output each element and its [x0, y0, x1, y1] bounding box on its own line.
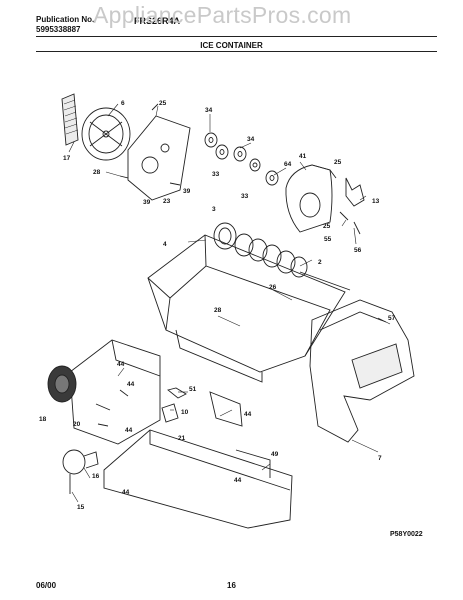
bracket-part: [119, 103, 191, 201]
publication-label: Publication No.: [36, 15, 95, 24]
diagram-code: P58Y0022: [390, 531, 423, 538]
bearing-parts: [204, 132, 279, 186]
page-title: ICE CONTAINER: [200, 41, 263, 50]
callout-44e: 44: [234, 477, 242, 484]
publication-number: 5995338887: [36, 25, 81, 34]
callout-15: 15: [77, 504, 85, 511]
callout-57: 57: [388, 315, 396, 322]
callout-33: 33: [212, 171, 220, 178]
filter-part: [61, 93, 79, 146]
callout-49: 49: [271, 451, 279, 458]
callout-25: 25: [159, 100, 167, 107]
callout-33b: 33: [241, 193, 249, 200]
callout-25b: 25: [334, 159, 342, 166]
callout-28: 28: [93, 169, 101, 176]
callout-44c: 44: [125, 427, 133, 434]
callout-7: 7: [378, 455, 382, 462]
socket-part: [62, 449, 99, 494]
auger-housing-part: [285, 164, 337, 233]
callout-44: 44: [117, 361, 125, 368]
callout-4: 4: [163, 241, 167, 248]
crusher-part: [339, 177, 365, 235]
watermark: AppliancePartsPros.com: [93, 2, 352, 28]
callout-25c: 25: [323, 223, 331, 230]
callout-21: 21: [178, 435, 186, 442]
door-chute-part: [309, 299, 415, 443]
leader-lines: [68, 103, 391, 503]
motor-plate-part: [81, 107, 131, 161]
callout-56: 56: [354, 247, 362, 254]
switch-part: [161, 387, 187, 423]
callout-3: 3: [212, 206, 216, 213]
callout-17: 17: [63, 155, 71, 162]
auger-spiral-part: [213, 222, 351, 291]
callout-13: 13: [372, 198, 380, 205]
footer-page-number: 16: [227, 581, 236, 590]
callout-23: 23: [163, 198, 171, 205]
frame-part: [103, 391, 293, 529]
callout-39b: 39: [143, 199, 151, 206]
footer-date: 06/00: [36, 581, 57, 590]
callout-16: 16: [92, 473, 100, 480]
callout-34b: 34: [247, 136, 255, 143]
model-number: FRS26R4A: [134, 16, 181, 26]
callout-64: 64: [284, 161, 292, 168]
callout-55: 55: [324, 236, 332, 243]
motor-assembly-part: [47, 339, 161, 445]
callout-6: 6: [121, 100, 125, 107]
header-rule-top: [36, 36, 437, 37]
callout-34: 34: [205, 107, 213, 114]
header-rule-bottom: [36, 51, 437, 52]
callout-39: 39: [183, 188, 191, 195]
callout-26: 26: [269, 284, 277, 291]
ice-bin-part: [147, 234, 346, 383]
callout-41: 41: [299, 153, 307, 160]
callout-18: 18: [39, 416, 47, 423]
callout-44f: 44: [122, 489, 130, 496]
callout-2: 2: [318, 259, 322, 266]
callouts: 6 25 17 39 28 39 23 34 34 33 33 64 41 25…: [39, 100, 396, 511]
callout-20: 20: [73, 421, 81, 428]
callout-44d: 44: [244, 411, 252, 418]
callout-10: 10: [181, 409, 189, 416]
callout-28b: 28: [214, 307, 222, 314]
callout-44b: 44: [127, 381, 135, 388]
callout-51: 51: [189, 386, 197, 393]
